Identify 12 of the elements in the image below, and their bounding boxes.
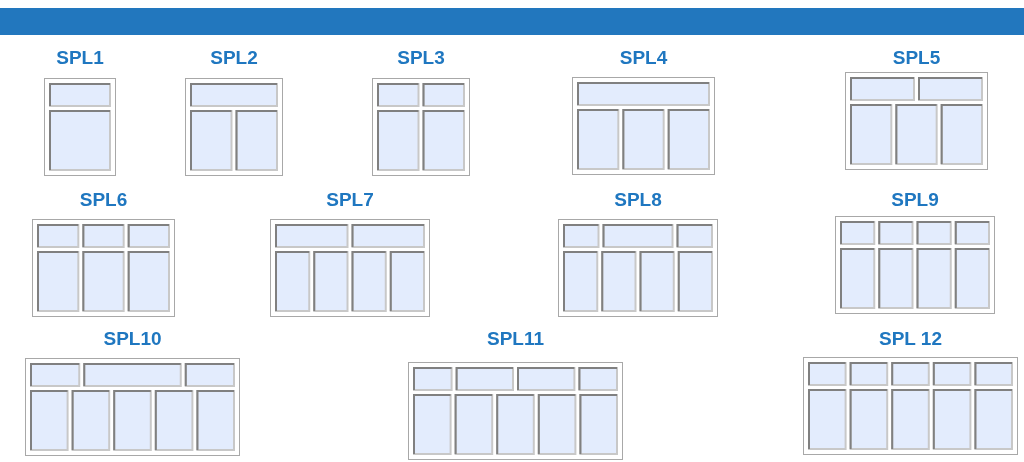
window-label: SPL2 [210,47,258,69]
window-label: SPL4 [619,47,668,69]
window-label: SPL 12 [879,328,942,350]
window-label: SPL6 [79,189,128,211]
window-label: SPL8 [614,189,662,211]
window-label: SPL10 [103,328,162,350]
window-label: SPL11 [486,328,544,350]
window-label: SPL7 [326,189,374,211]
window-label: SPL5 [892,47,941,69]
window-label: SPL9 [891,189,939,211]
window-label: SPL1 [56,47,104,69]
window-label: SPL3 [397,47,445,69]
